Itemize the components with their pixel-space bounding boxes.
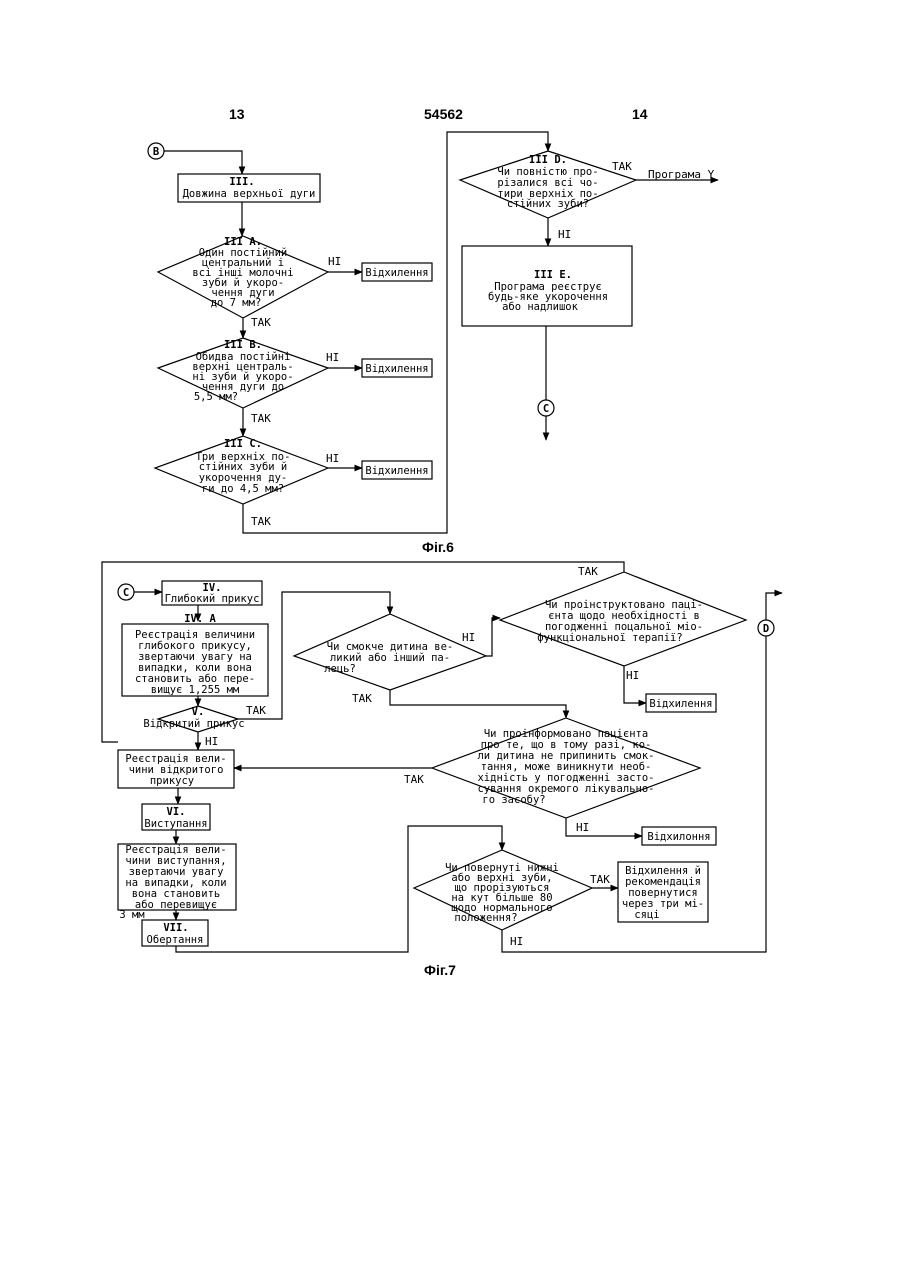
svg-text:VI.: VI. <box>167 806 186 818</box>
to-program-y: Програмa Y <box>648 168 715 181</box>
label-yes: ТАК <box>251 316 271 329</box>
svg-text:3 мм: 3 мм <box>119 909 145 921</box>
page-number-left: 13 <box>229 106 245 122</box>
svg-text:D: D <box>763 623 769 635</box>
label-no: НІ <box>626 669 639 682</box>
label-yes: ТАК <box>578 565 598 578</box>
svg-text:Відхилення: Відхилення <box>365 363 428 375</box>
svg-text:до 7 мм?: до 7 мм? <box>211 297 262 309</box>
flow-line <box>390 690 566 718</box>
connector-b: B <box>148 143 164 159</box>
flow-line <box>766 593 782 620</box>
label-yes: ТАК <box>404 773 424 786</box>
svg-text:функціональної терапії?: функціональної терапії? <box>537 632 682 644</box>
label-yes: ТАК <box>590 873 610 886</box>
decision-v: V. Відкритий прикус <box>143 706 244 732</box>
flow-line <box>164 151 242 174</box>
svg-text:B: B <box>153 146 159 158</box>
decision-iii-c: III C. Три верхніх по- стійних зуби й ук… <box>155 436 328 504</box>
svg-text:III D.: III D. <box>529 154 567 166</box>
svg-text:положення?: положення? <box>454 912 517 924</box>
svg-text:C: C <box>123 587 129 599</box>
svg-text:Відхилення: Відхилення <box>649 698 712 710</box>
svg-text:VII.: VII. <box>163 922 188 934</box>
register-protrusion-box: Реєстрація вели- чини виступання, зверта… <box>118 844 236 921</box>
label-no: НІ <box>462 631 475 644</box>
connector-c-in: C <box>118 584 134 600</box>
step-iv-a-box: Реєстрація величини глибокого прикусу, з… <box>122 624 268 696</box>
flow-line <box>486 618 500 656</box>
decision-thumb-sucking: Чи смокче дитина ве- ликий або інший па-… <box>294 614 486 690</box>
decision-iii-b: III B. Обидва постійні верхні централь- … <box>158 338 328 408</box>
connector-d: D <box>758 620 774 636</box>
svg-text:або надлишок: або надлишок <box>502 301 579 313</box>
label-yes: ТАК <box>251 412 271 425</box>
svg-text:5,5 мм?: 5,5 мм? <box>194 391 238 403</box>
decision-instructed-therapy: Чи проінструктовано паці- єнта щодо необ… <box>500 572 746 666</box>
deviation-box-3: Відхилення <box>362 461 432 479</box>
deviation-box-4: Відхилення <box>646 694 716 712</box>
deviation-recommendation-box: Відхилення й рекомендація повернутися че… <box>618 862 708 922</box>
document-number: 54562 <box>424 106 463 122</box>
fig7-caption: Фіг.7 <box>424 962 456 978</box>
deviation-box-1: Відхилення <box>362 263 432 281</box>
svg-text:сяці: сяці <box>634 909 659 921</box>
svg-text:Відхилоння: Відхилоння <box>647 831 710 843</box>
svg-text:Виступання: Виступання <box>144 818 207 830</box>
label-yes: ТАК <box>352 692 372 705</box>
svg-text:V.: V. <box>192 706 205 718</box>
step-iii-box: III. Довжина верхньої дуги <box>178 174 320 202</box>
register-open-bite-box: Реєстрація вели- чини відкритого прикусу <box>118 750 234 788</box>
page-number-right: 14 <box>632 106 648 122</box>
label-no: НІ <box>205 735 218 748</box>
svg-text:ги до 4,5 мм?: ги до 4,5 мм? <box>202 483 284 495</box>
decision-rotated-teeth: Чи повернуті нижні або верхні зуби, що п… <box>414 850 592 930</box>
step-iv-a-num: IV. A <box>184 613 216 625</box>
fig7-diagram: C IV. Глибокий прикус IV. A Реєстрація в… <box>102 562 782 978</box>
fig6-diagram: B III. Довжина верхньої дуги III A. Один… <box>148 132 718 555</box>
fig6-caption: Фіг.6 <box>422 539 454 555</box>
svg-text:Відкритий прикус: Відкритий прикус <box>143 718 244 730</box>
svg-text:або перевищує: або перевищує <box>135 899 217 911</box>
svg-text:Відхилення: Відхилення <box>365 465 428 477</box>
svg-text:III B.: III B. <box>224 339 262 351</box>
svg-text:C: C <box>543 403 549 415</box>
svg-text:III C.: III C. <box>224 438 262 450</box>
decision-iii-d: III D. Чи повністю про- різалися всі чо-… <box>460 151 636 218</box>
svg-text:Відхилення: Відхилення <box>365 267 428 279</box>
step-iii-title: Довжина верхньої дуги <box>183 188 316 200</box>
svg-text:Глибокий прикус: Глибокий прикус <box>165 593 260 605</box>
step-vii-box: VII. Обертання <box>142 920 208 946</box>
step-vi-box: VI. Виступання <box>142 804 210 830</box>
svg-text:прикусу: прикусу <box>150 775 194 787</box>
connector-c-out: C <box>538 400 554 416</box>
svg-text:стійних зуби?: стійних зуби? <box>507 198 589 210</box>
label-yes: ТАК <box>612 160 632 173</box>
decision-iii-a: III A. Один постійний центральний і всі … <box>158 236 328 318</box>
svg-text:III E.: III E. <box>534 269 572 281</box>
deviation-box-2: Відхилення <box>362 359 432 377</box>
step-iii-num: III. <box>229 176 254 188</box>
svg-text:лець?: лець? <box>324 663 356 675</box>
svg-text:Обертання: Обертання <box>147 934 204 946</box>
label-no: НІ <box>510 935 523 948</box>
decision-informed-patient: Чи проінформовано пацієнта про те, що в … <box>432 718 700 818</box>
step-iii-e-box: III E. Програма реєструє будь-яке укороч… <box>462 246 632 326</box>
label-no: НІ <box>576 821 589 834</box>
label-no: НІ <box>558 228 571 241</box>
label-no: НІ <box>326 351 339 364</box>
label-no: НІ <box>328 255 341 268</box>
label-yes: ТАК <box>251 515 271 528</box>
label-no: НІ <box>326 452 339 465</box>
svg-text:го засобу?: го засобу? <box>482 794 545 806</box>
label-yes: ТАК <box>246 704 266 717</box>
step-iv-box: IV. Глибокий прикус <box>162 581 262 605</box>
svg-text:вищує 1,255 мм: вищує 1,255 мм <box>151 684 240 696</box>
deviation-box-5: Відхилоння <box>642 827 716 845</box>
